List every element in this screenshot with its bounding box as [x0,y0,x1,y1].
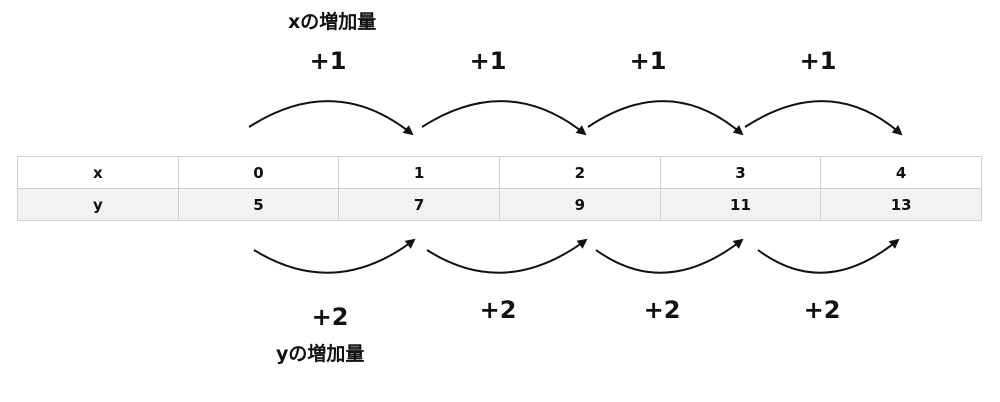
y-value: 7 [338,188,500,221]
y-increment-label-3: +2 [643,296,681,324]
y-increment-arrow-2 [426,238,588,274]
x-increment-arrow-4 [744,100,903,136]
x-value: 1 [338,156,500,189]
x-increment-arrow-1 [248,100,414,136]
y-increment-label-1: +2 [311,303,349,331]
x-increment-arrow-3 [587,100,744,136]
y-increment-arrow-4 [757,238,900,274]
row-label-x: x [17,156,179,189]
x-increment-label-3: +1 [629,47,667,75]
y-value: 5 [177,188,340,221]
y-value: 13 [820,188,982,221]
x-increment-label-1: +1 [309,47,347,75]
x-increment-label-2: +1 [469,47,507,75]
x-value: 3 [659,156,822,189]
x-value: 2 [498,156,661,189]
x-value: 0 [177,156,340,189]
x-value: 4 [820,156,982,189]
x-increment-arrow-2 [421,100,587,136]
value-table: x 0 1 2 3 4 y 5 7 9 11 13 [17,156,982,221]
table-row-y: y 5 7 9 11 13 [17,188,982,221]
y-increment-arrow-1 [253,238,416,274]
y-increment-label-2: +2 [479,296,517,324]
y-value: 9 [498,188,661,221]
y-increment-title: yの増加量 [276,343,365,365]
x-increment-title: xの増加量 [288,11,377,33]
y-increment-arrow-3 [595,238,744,274]
y-value: 11 [659,188,822,221]
y-increment-label-4: +2 [803,296,841,324]
x-increment-label-4: +1 [799,47,837,75]
table-row-x: x 0 1 2 3 4 [17,156,982,189]
row-label-y: y [17,188,179,221]
